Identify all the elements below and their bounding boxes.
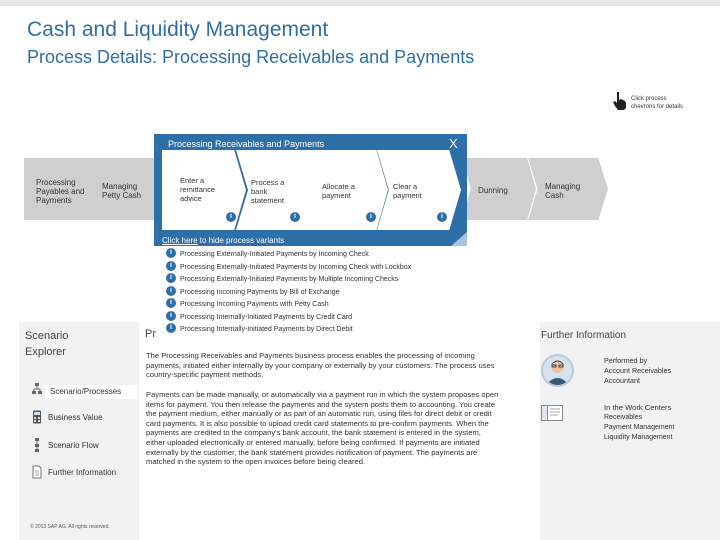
toggle-variants: Click here to hide process variants <box>162 236 284 245</box>
work-centers-title: In the Work Centers <box>604 403 672 412</box>
menu-scenario-flow[interactable]: Scenario Flow <box>48 441 99 450</box>
click-hint-text: Click process chevrons for details <box>631 96 684 110</box>
info-icon[interactable]: i <box>226 212 236 222</box>
further-information-panel <box>540 322 720 540</box>
info-icon[interactable]: i <box>166 298 176 309</box>
description-paragraph-2: Payments can be made manually, or automa… <box>146 390 499 467</box>
copyright: © 2013 SAP AG. All rights reserved. <box>30 524 110 530</box>
info-icon[interactable]: i <box>166 273 176 284</box>
page-title: Cash and Liquidity Management <box>27 18 329 41</box>
panel-title: Processing Receivables and Payments <box>168 139 325 149</box>
info-icon[interactable]: i <box>166 310 176 321</box>
info-icon[interactable]: i <box>366 212 376 222</box>
flow-icon <box>35 438 39 452</box>
person-icon <box>546 360 569 385</box>
info-icon[interactable]: i <box>166 323 176 334</box>
toggle-variants-text: to hide process variants <box>197 236 285 245</box>
info-icon[interactable]: i <box>166 285 176 296</box>
chevron-label: Managing Cash <box>545 182 581 200</box>
page-subtitle: Process Details: Processing Receivables … <box>27 47 475 67</box>
chevron-label: Processing Payables and Payments <box>36 178 85 205</box>
info-icon[interactable]: i <box>166 248 176 259</box>
avatar <box>541 354 574 387</box>
performed-by: Performed by Account Receivables Account… <box>604 356 672 385</box>
menu-business-value[interactable]: Business Value <box>48 413 103 422</box>
section-heading: Pr <box>145 328 156 340</box>
work-center-item: Payment Management <box>604 424 675 431</box>
step-clear-payment[interactable] <box>377 150 461 230</box>
description-paragraph-1: The Processing Receivables and Payments … <box>146 351 495 380</box>
step-process-bank-statement[interactable] <box>236 150 322 230</box>
top-bar <box>0 0 720 6</box>
document-icon <box>32 465 42 479</box>
work-center-item: Receivables <box>604 414 643 421</box>
sitemap-icon <box>32 383 42 394</box>
work-center-item: Liquidity Management <box>604 434 673 441</box>
close-icon[interactable]: X <box>449 136 458 151</box>
chevron-label: Managing Petty Cash <box>102 182 142 200</box>
info-icon[interactable]: i <box>437 212 447 222</box>
chevron-processing-payables[interactable] <box>24 158 102 220</box>
chevron-managing-petty-cash[interactable] <box>92 158 162 220</box>
main-content <box>140 322 540 540</box>
hand-pointer-icon <box>613 92 626 110</box>
chevron-dunning[interactable] <box>462 158 536 220</box>
info-icon[interactable]: i <box>290 212 300 222</box>
step-label: Clear a payment <box>393 182 422 200</box>
work-center-icon <box>541 405 563 421</box>
further-information-title: Further Information <box>541 330 627 341</box>
info-icon[interactable]: i <box>166 260 176 271</box>
step-label: Allocate a payment <box>322 182 355 200</box>
scenario-explorer-panel <box>19 322 139 540</box>
toggle-variants-link[interactable]: Click here <box>162 236 198 245</box>
step-label: Process a bank statement <box>251 178 285 205</box>
menu-further-information[interactable]: Further Information <box>48 468 117 477</box>
chevron-managing-cash[interactable] <box>528 158 608 220</box>
step-label: Enter a remittance advice <box>180 176 216 203</box>
calculator-icon <box>33 410 41 424</box>
scenario-explorer-title: Scenario Explorer <box>25 330 69 358</box>
menu-scenario-processes[interactable]: Scenario/Processes <box>45 385 137 399</box>
chevron-label: Dunning <box>478 186 508 195</box>
